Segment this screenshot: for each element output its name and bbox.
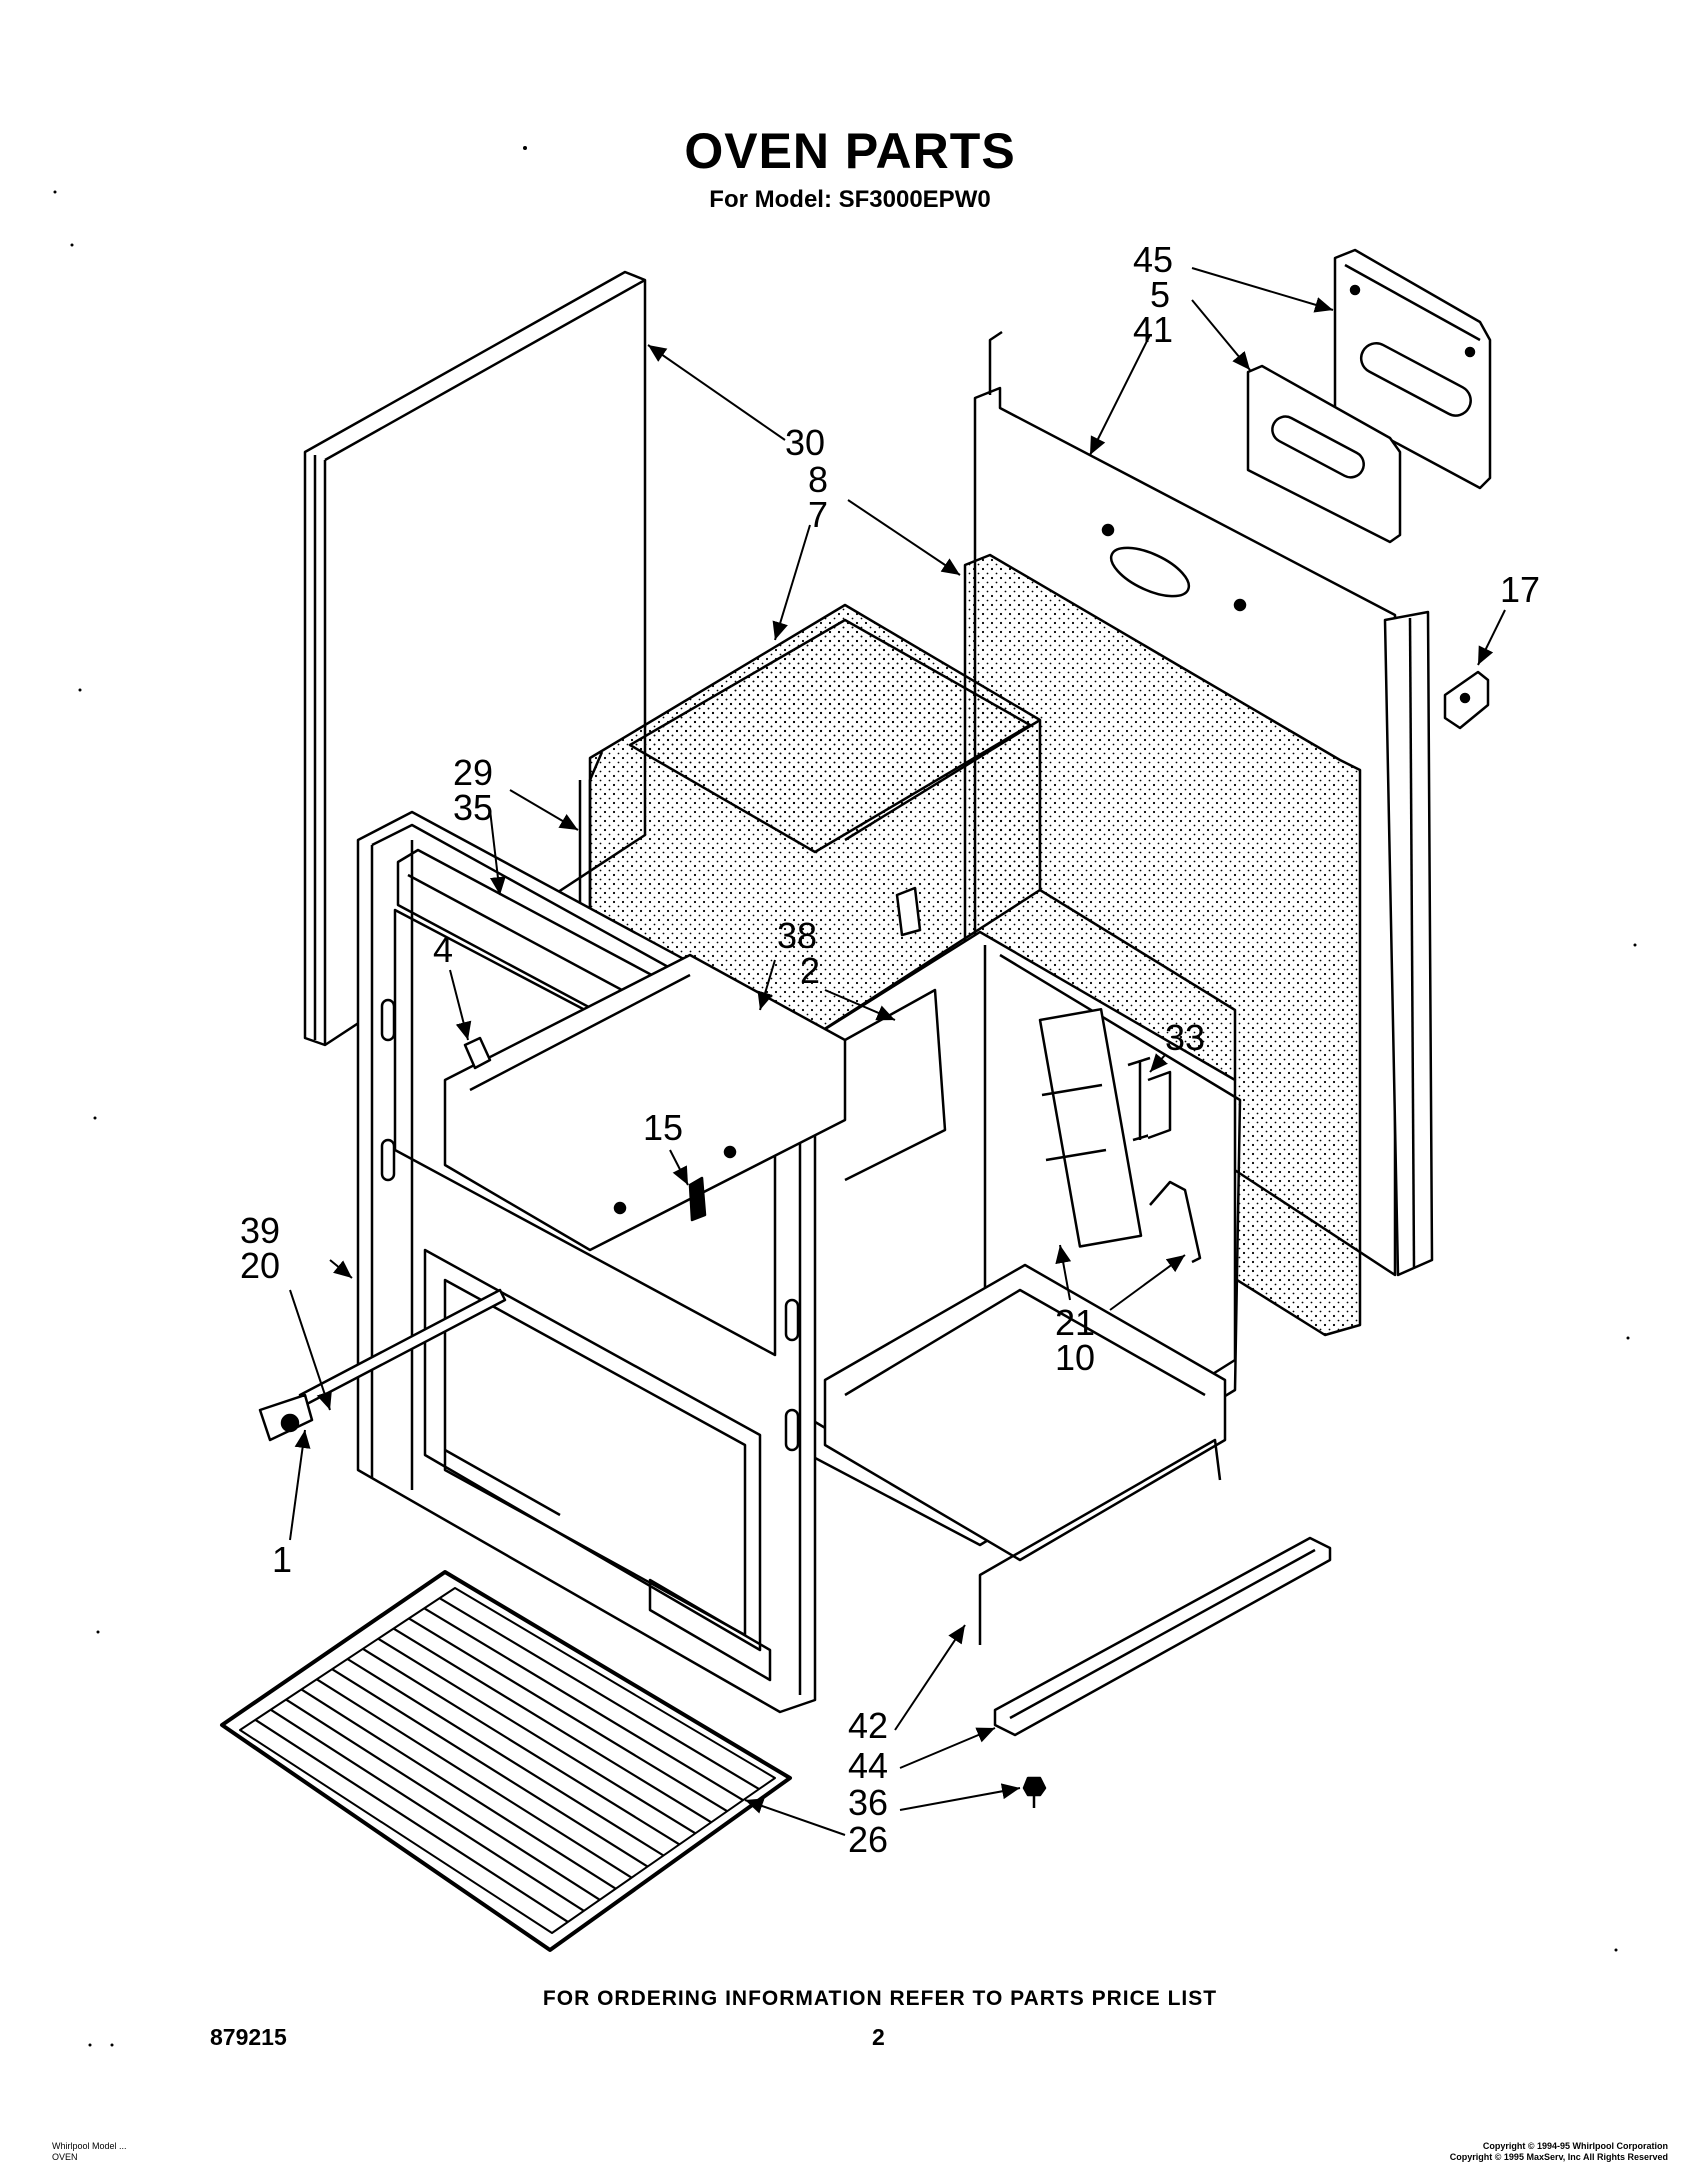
callout-45: 45 [1133, 239, 1173, 280]
rack-bar [331, 1668, 649, 1868]
bracket-right [1443, 670, 1490, 730]
copyright-block: Copyright © 1994-95 Whirlpool Corporatio… [1450, 2141, 1668, 2163]
copyright-line-2: Copyright © 1995 MaxServ, Inc All Rights… [1449, 2152, 1668, 2162]
bake-element [258, 1288, 507, 1442]
rack-bar [439, 1597, 760, 1791]
callout-15: 15 [643, 1107, 683, 1148]
door-spring [1127, 1056, 1172, 1142]
footer-model-line: Whirlpool Model ... [52, 2141, 127, 2151]
rack-bar [377, 1637, 696, 1835]
callout-17: 17 [1500, 569, 1540, 610]
callout-21: 21 [1055, 1302, 1095, 1343]
copyright-line-1: Copyright © 1994-95 Whirlpool Corporatio… [1482, 2141, 1668, 2151]
callout-26: 26 [848, 1819, 888, 1860]
callout-29: 29 [453, 752, 493, 793]
page-title: OVEN PARTS [684, 123, 1016, 179]
rack-bar [254, 1718, 569, 1923]
page-number: 2 [872, 2024, 885, 2050]
clip-part-15 [688, 1176, 707, 1222]
callout-44: 44 [848, 1745, 888, 1786]
oven-base-tray [823, 1263, 1227, 1645]
ordering-note: FOR ORDERING INFORMATION REFER TO PARTS … [542, 1987, 1218, 2010]
rack-bar [423, 1607, 744, 1802]
callout-30: 30 [785, 422, 825, 463]
callout-39: 39 [240, 1210, 280, 1251]
callout-36: 36 [848, 1782, 888, 1823]
rack-bar [316, 1678, 633, 1879]
callout-1: 1 [272, 1539, 292, 1580]
element-terminal [1149, 1180, 1202, 1264]
vent-cover-gasket [1246, 364, 1402, 544]
callout-33: 33 [1165, 1017, 1205, 1058]
rack-bar [408, 1617, 728, 1813]
rack-support-ladder [1038, 1007, 1143, 1248]
footer-model-info: Whirlpool Model ... OVEN [52, 2141, 127, 2163]
callout-38: 38 [777, 915, 817, 956]
model-subtitle: For Model: SF3000EPW0 [709, 186, 991, 213]
oven-rack [220, 1570, 792, 1952]
callout-20: 20 [240, 1245, 280, 1286]
callout-7: 7 [808, 494, 828, 535]
callout-5: 5 [1150, 274, 1170, 315]
rack-bar [285, 1698, 601, 1901]
callout-2: 2 [800, 950, 820, 991]
callout-35: 35 [453, 787, 493, 828]
latch-part-4 [463, 1036, 492, 1070]
broil-channel [993, 1536, 1332, 1737]
callout-42: 42 [848, 1705, 888, 1746]
rack-bar [362, 1647, 681, 1846]
callout-8: 8 [808, 459, 828, 500]
rack-bar [392, 1627, 712, 1824]
side-panel-right [1383, 610, 1434, 1277]
rack-bar [346, 1658, 665, 1857]
footer-section-line: OVEN [52, 2152, 78, 2162]
clip-part-2 [895, 886, 922, 937]
scan-specks [53, 146, 1637, 2047]
document-number: 879215 [210, 2024, 287, 2050]
rack-bar [270, 1708, 585, 1912]
callout-41: 41 [1133, 309, 1173, 350]
screw-part-36 [1022, 1776, 1047, 1808]
callout-4: 4 [433, 929, 453, 970]
rack-bar [300, 1688, 617, 1890]
callout-10: 10 [1055, 1337, 1095, 1378]
